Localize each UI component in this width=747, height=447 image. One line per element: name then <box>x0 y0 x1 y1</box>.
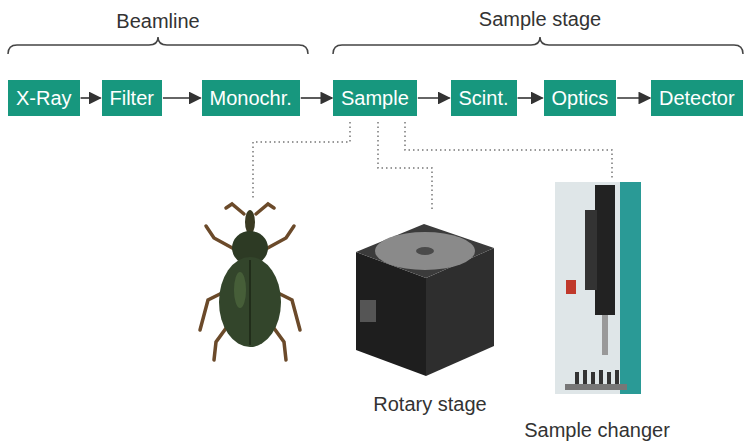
flow-arrow <box>617 97 650 99</box>
process-box: Optics <box>544 80 617 116</box>
group-label: Sample stage <box>479 8 601 31</box>
process-box: X-Ray <box>8 80 80 116</box>
flow-arrow <box>418 97 450 99</box>
box-label: Monochr. <box>210 87 292 109</box>
box-label: Optics <box>552 87 609 109</box>
process-box: Detector <box>651 80 743 116</box>
leader-line <box>253 122 350 198</box>
box-label: X-Ray <box>16 87 72 109</box>
process-box: Filter <box>102 80 162 116</box>
group-label: Beamline <box>116 10 199 33</box>
flow-arrow <box>81 97 101 99</box>
bracket <box>8 37 743 54</box>
leader-line <box>405 122 612 178</box>
process-box: Scint. <box>451 80 517 116</box>
process-box: Sample <box>333 80 417 116</box>
flow-arrow <box>301 97 332 99</box>
box-label: Detector <box>659 87 735 109</box>
part-label: Rotary stage <box>373 393 486 416</box>
bracket <box>8 37 308 54</box>
sample-changer-figure <box>555 182 641 394</box>
part-label: Sample changer <box>524 419 670 442</box>
rotary-stage-figure <box>356 224 494 376</box>
box-label: Filter <box>110 87 154 109</box>
beetle-figure <box>200 204 300 360</box>
flow-arrow <box>518 97 543 99</box>
bracket <box>333 37 743 54</box>
flow-arrow <box>163 97 201 99</box>
box-label: Sample <box>341 87 409 109</box>
box-label: Scint. <box>459 87 509 109</box>
process-box: Monochr. <box>202 80 300 116</box>
